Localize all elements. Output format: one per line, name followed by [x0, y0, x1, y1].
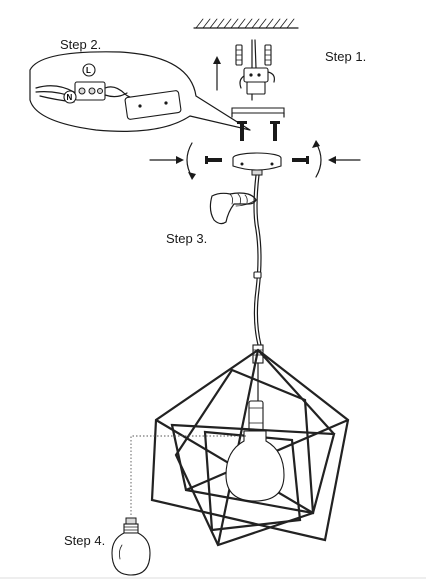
- step-4-label: Step 4.: [64, 533, 106, 548]
- up-arrow-icon: [213, 56, 221, 91]
- wall-plugs: [235, 44, 272, 66]
- hand-icon: [209, 192, 257, 225]
- step2-callout: L N: [29, 51, 251, 132]
- side-screws: [205, 156, 309, 164]
- rotate-right-icon: [312, 140, 322, 178]
- step-1-label: Step 1.: [325, 49, 367, 64]
- step-2-label: Step 2.: [60, 37, 102, 52]
- live-wire-mark: L: [86, 66, 91, 75]
- ceiling: [193, 18, 299, 29]
- terminal-block: [239, 39, 275, 101]
- bulb-leader-line: [130, 435, 246, 516]
- right-push-arrow-icon: [328, 156, 361, 164]
- canopy: [232, 152, 282, 176]
- suspension-cord: [253, 174, 262, 346]
- neutral-wire-mark: N: [67, 93, 73, 102]
- rotate-left-icon: [186, 142, 196, 180]
- left-push-arrow-icon: [149, 156, 184, 164]
- installed-bulb: [225, 430, 285, 502]
- ceiling-screws: [237, 121, 280, 141]
- mounting-bracket: [231, 107, 285, 118]
- bulb-icon: [111, 517, 151, 576]
- step-3-label: Step 3.: [166, 231, 208, 246]
